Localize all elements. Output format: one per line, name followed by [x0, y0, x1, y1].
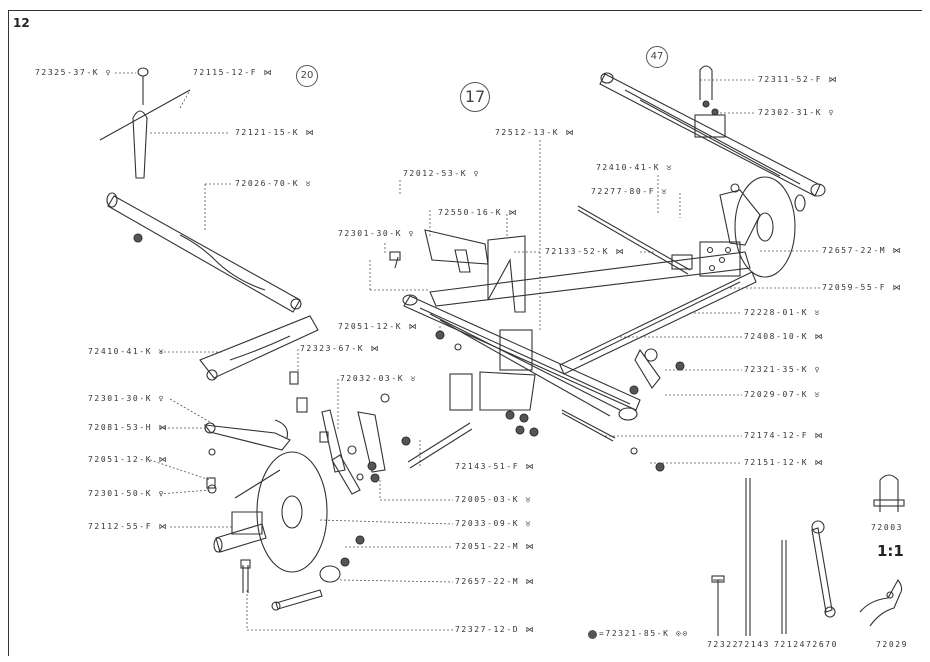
part-label: 72005-03-K ♉ — [455, 495, 532, 504]
scale-part-label: 72670 — [806, 640, 839, 649]
callout-17: 17 — [460, 82, 490, 112]
part-label: 72051-22-M ⋈ — [455, 542, 536, 551]
part-label: 72032-03-K ♉ — [340, 374, 417, 383]
page-number: 12 — [13, 16, 30, 30]
lower-bolts — [240, 535, 365, 611]
filled-nut-icon — [588, 629, 597, 639]
part-label: 72121-15-K ⋈ — [235, 128, 316, 137]
main-leaf-spring — [402, 251, 751, 437]
right-disc — [719, 176, 806, 278]
part-label: 72302-31-K ♀ — [758, 108, 835, 117]
part-label: 72408-10-K ⋈ — [744, 332, 825, 341]
part-label: 72327-12-D ⋈ — [455, 625, 536, 634]
part-label: 72410-41-K ♉ — [88, 347, 165, 356]
scale-part-label: 72029 — [876, 640, 909, 649]
scale-part-label: 72143 — [738, 640, 771, 649]
tie-rod-end-pin — [99, 67, 191, 179]
part-label: 72012-53-K ♀ — [403, 169, 480, 178]
part-label: 72026-70-K ♉ — [235, 179, 312, 188]
part-label: 72174-12-F ⋈ — [744, 431, 825, 440]
legend-note: =72321-85-K ⊙⊙ — [588, 629, 689, 639]
part-label: 72151-12-K ⋈ — [744, 458, 825, 467]
long-axle-rod — [559, 205, 757, 375]
scale-part-label: 72124 — [774, 640, 807, 649]
part-label: 72033-09-K ♉ — [455, 519, 532, 528]
knuckle-and-disc — [203, 419, 328, 573]
part-label: 72051-12-K ⋈ — [88, 455, 169, 464]
part-label: 72321-35-K ♀ — [744, 365, 821, 374]
center-bracket — [389, 229, 526, 313]
part-label: 72323-67-K ⋈ — [300, 344, 381, 353]
page-border — [8, 10, 922, 656]
scale-part-label: 72322 — [707, 640, 740, 649]
leader-lines — [115, 72, 820, 631]
part-label: 72143-51-F ⋈ — [455, 462, 536, 471]
part-label: 72115-12-F ⋈ — [193, 68, 274, 77]
part-label: 72301-50-K ♀ — [88, 489, 165, 498]
part-label: 72081-53-H ⋈ — [88, 423, 169, 432]
part-label: 72657-22-M ⋈ — [822, 246, 903, 255]
part-label: 72657-22-M ⋈ — [455, 577, 536, 586]
part-label: 72301-30-K ♀ — [88, 394, 165, 403]
part-label: 72325-37-K ♀ — [35, 68, 112, 77]
scale-label: 1:1 — [877, 542, 904, 560]
part-label: 72059-55-F ⋈ — [822, 283, 903, 292]
part-label: 72512-13-K ⋈ — [495, 128, 576, 137]
top-right-leaf-spring — [599, 65, 826, 197]
steering-arm — [199, 315, 319, 381]
part-label: 72277-80-F ♉ — [591, 187, 668, 196]
center-hardware — [289, 371, 473, 495]
part-label: 72051-12-K ⋈ — [338, 322, 419, 331]
part-label: 72410-41-K ♉ — [596, 163, 673, 172]
callout-20: 20 — [296, 65, 318, 87]
legend-note-text: =72321-85-K ⊙⊙ — [599, 629, 689, 638]
right-side-parts — [435, 330, 685, 472]
part-label: 72301-30-K ♀ — [338, 229, 415, 238]
scale-parts — [711, 474, 905, 636]
part-label: 72133-52-K ⋈ — [545, 247, 626, 256]
part-label: 72029-07-K ♉ — [744, 390, 821, 399]
part-label: 72228-01-K ♉ — [744, 308, 821, 317]
scale-part-label: 72003 — [871, 523, 904, 532]
part-label: 72550-16-K ⋈ — [438, 208, 519, 217]
part-label: 72112-55-F ⋈ — [88, 522, 169, 531]
tie-rod-left — [106, 192, 302, 313]
callout-47: 47 — [646, 46, 668, 68]
part-label: 72311-52-F ⋈ — [758, 75, 839, 84]
